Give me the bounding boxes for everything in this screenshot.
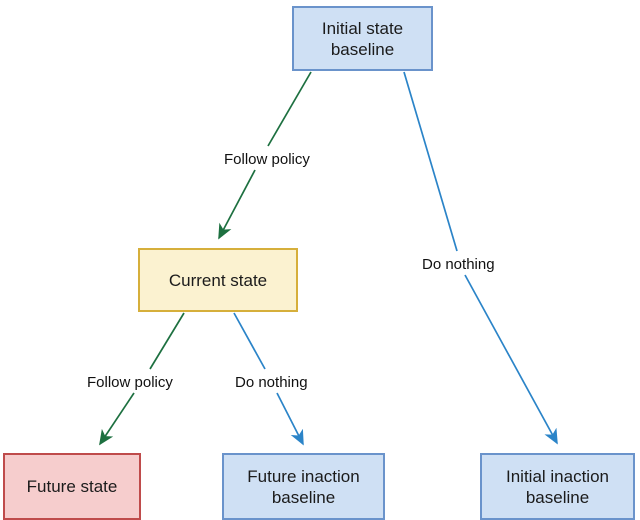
node-current-state-label: Current state [168, 270, 268, 290]
node-initial-inaction-baseline[interactable]: Initial inaction baseline [480, 453, 635, 520]
node-initial-state-baseline[interactable]: Initial state baseline [292, 6, 433, 71]
edge-initial-to-current-lower [218, 169, 256, 240]
edge-initial-to-initial-inaction-lower [464, 274, 558, 445]
edge-initial-to-initial-inaction-upper [403, 71, 458, 252]
edge-initial-to-current-upper [267, 71, 312, 147]
edge-label-do-nothing-initial-to-initial-inaction: Do nothing [419, 255, 498, 274]
node-future-inaction-baseline[interactable]: Future inaction baseline [222, 453, 385, 520]
node-future-state-label: Future state [26, 477, 118, 496]
node-current-state[interactable]: Current state [138, 248, 298, 312]
node-future-state[interactable]: Future state [3, 453, 141, 520]
edge-current-to-future-lower [99, 392, 135, 446]
node-initial-state-baseline-label: Initial state baseline [321, 18, 404, 59]
node-initial-inaction-baseline-label: Initial inaction baseline [505, 466, 609, 507]
edge-current-to-future-inaction-lower [276, 392, 304, 446]
edge-current-to-future-inaction-upper [233, 312, 266, 370]
edge-label-do-nothing-current-to-future-inaction: Do nothing [232, 373, 311, 392]
edge-current-to-future-upper [149, 312, 185, 370]
node-future-inaction-baseline-label: Future inaction baseline [247, 466, 360, 507]
edge-label-follow-policy-current-to-future: Follow policy [84, 373, 176, 392]
edge-label-follow-policy-initial-to-current: Follow policy [221, 150, 313, 169]
